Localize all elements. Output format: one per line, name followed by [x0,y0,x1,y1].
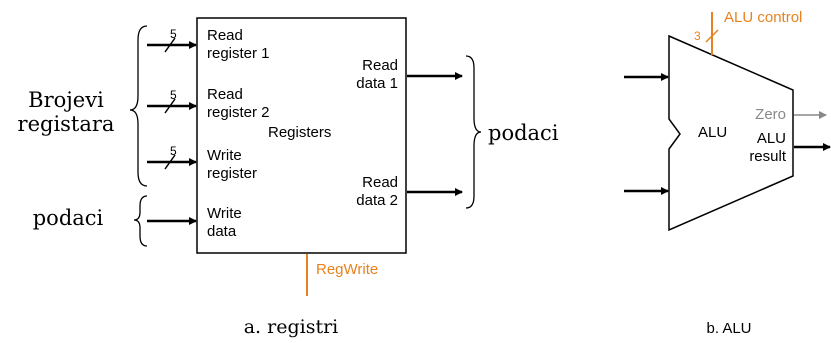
read-register-1-label-line2: register 1 [207,45,270,62]
register-numbers-label-line1: Brojevi [28,88,104,112]
read-data-2-label-line1: Read [362,174,398,191]
write-data-label-line2: data [207,223,237,240]
register-numbers-brace [129,25,148,187]
write-register-label-line1: Write [207,147,242,164]
read-data-brace [465,55,482,209]
write-data-group-label: podaci [33,206,104,230]
alu-control-label: ALU control [724,9,802,26]
read-data-1-label-line2: data 1 [356,75,398,92]
register-numbers-label-line2: registara [18,112,115,136]
bus-width-label-2: 5 [170,88,177,102]
read-data-1-label-line1: Read [362,57,398,74]
zero-output-label: Zero [755,106,786,123]
alu-caption: b. ALU [706,320,751,337]
bus-width-label-1: 5 [170,27,177,41]
write-register-label-line2: register [207,165,257,182]
write-data-brace [133,195,148,247]
bus-width-label-3: 5 [170,144,177,158]
read-register-1-label-line1: Read [207,27,243,44]
alu-block [668,34,794,232]
alu-block-label: ALU [698,124,727,141]
register-file-block [196,17,407,254]
alu-result-label-line2: result [749,148,787,165]
bus-slash-1 [164,37,176,53]
read-data-group-label: podaci [488,121,559,145]
read-data-2-label-line2: data 2 [356,192,398,209]
bus-slash-2 [164,98,176,114]
alu-control-width-label: 3 [694,29,701,43]
read-register-2-label-line2: register 2 [207,104,270,121]
read-register-2-label-line1: Read [207,86,243,103]
registers-caption: a. registri [244,316,339,338]
write-data-label-line1: Write [207,205,242,222]
register-file-label: Registers [268,124,331,141]
regwrite-label: RegWrite [316,261,378,278]
alu-result-label-line1: ALU [757,130,786,147]
alu-control-slash [705,29,719,43]
bus-slash-3 [164,154,176,170]
